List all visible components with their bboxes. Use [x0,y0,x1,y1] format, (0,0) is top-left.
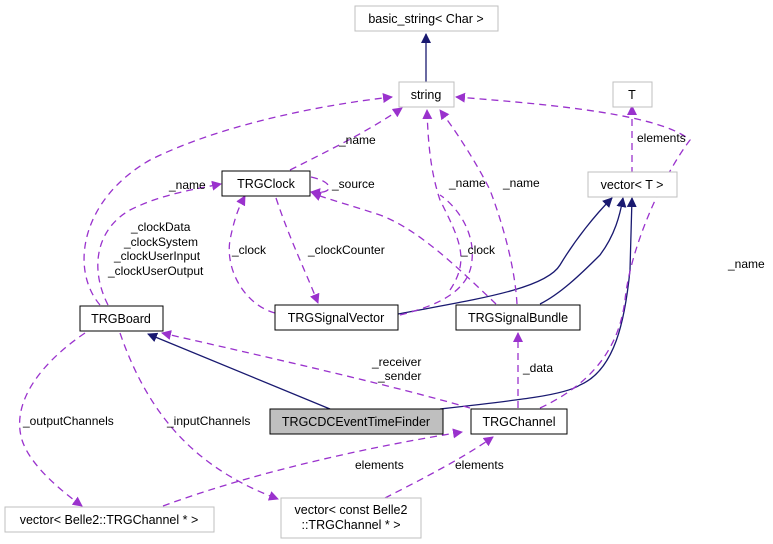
label-sv-name: _name [448,176,486,190]
node-trgboard[interactable]: TRGBoard [79,305,164,332]
label-inputchannels: _inputChannels [166,414,250,428]
label-sender: _sender [377,369,421,383]
node-trgcdceventtimefinder[interactable]: TRGCDCEventTimeFinder [269,408,444,435]
node-label: TRGBoard [91,312,151,326]
edge-eventtimefinder-to-board [147,332,331,410]
node-basic-string[interactable]: basic_string< Char > [354,5,499,32]
label-outputchannels: _outputChannels [22,414,114,428]
node-label: TRGCDCEventTimeFinder [282,415,430,429]
label-elements-T: elements [637,131,686,145]
node-label: TRGSignalBundle [468,311,568,325]
node-label: T [628,88,636,102]
label-clock-sb: _clock [460,243,496,257]
label-data: _data [522,361,553,375]
node-label-line1: vector< const Belle2 [295,503,408,517]
edge-signalbundle-to-vector [539,197,627,305]
edge-channel-name-string [455,92,691,409]
label-sb-name: _name [502,176,540,190]
edge-clock-source-self [310,176,330,199]
edge-board-name-string-outer [83,93,393,306]
edge-board-outputchannels [19,332,86,507]
label-board-name: _name [168,178,206,192]
node-trgsignalbundle[interactable]: TRGSignalBundle [455,304,581,331]
label-clocksystem: _clockSystem [123,235,198,249]
usage-edges [19,92,691,507]
node-label: string [411,88,442,102]
node-label: TRGSignalVector [288,311,385,325]
edge-eventtimefinder-to-vector [439,197,637,410]
edge-board-name-clock [97,180,222,306]
label-clockdata: _clockData [130,220,191,234]
label-clockcounter: _clockCounter [307,243,385,257]
label-clock-sv: _clock [231,243,267,257]
edge-signalbundle-name-string [439,109,518,305]
edge-clock-name-string [289,107,403,171]
label-source: _source [331,177,375,191]
node-label-line2: ::TRGChannel * > [301,518,400,532]
label-channel-name: _name [727,257,765,271]
node-label: vector< T > [601,178,664,192]
node-label: TRGChannel [483,415,556,429]
node-label: basic_string< Char > [368,12,483,26]
node-label: vector< Belle2::TRGChannel * > [20,513,199,527]
edge-signalvector-name-string [422,109,462,291]
edge-channel-receiver-sender-board [161,330,471,409]
node-trgchannel[interactable]: TRGChannel [470,408,568,435]
label-clock-name: _name [338,133,376,147]
edge-signalvector-to-vector [397,197,613,315]
edge-vectorout-elements-channel [162,428,463,507]
label-receiver: _receiver [371,355,421,369]
node-T[interactable]: T [612,81,653,108]
inheritance-edges [147,33,637,410]
label-elements-out: elements [355,458,404,472]
label-clockuserinput: _clockUserInput [113,249,201,263]
node-trgsignalvector[interactable]: TRGSignalVector [274,304,399,331]
node-vector-channel-ptr[interactable]: vector< Belle2::TRGChannel * > [4,506,215,533]
label-clockuseroutput: _clockUserOutput [107,264,204,278]
edge-vectorin-elements-channel [384,436,494,499]
edge-clock-clockcounter-signalvector [275,197,320,304]
edge-signalvector-clock [228,195,276,314]
node-string[interactable]: string [398,81,455,108]
node-trgclock[interactable]: TRGClock [221,170,311,197]
edge-signalbundle-clock-signalvector [399,194,473,316]
node-vector-T[interactable]: vector< T > [587,171,678,198]
edge-labels: _name _name _source _name _name elements… [22,131,765,472]
edge-signalbundle-clock [311,191,497,305]
label-elements-in: elements [455,458,504,472]
edge-board-inputchannels [119,332,279,501]
node-vector-const-channel-ptr[interactable]: vector< const Belle2 ::TRGChannel * > [280,497,422,539]
node-label: TRGClock [237,177,295,191]
